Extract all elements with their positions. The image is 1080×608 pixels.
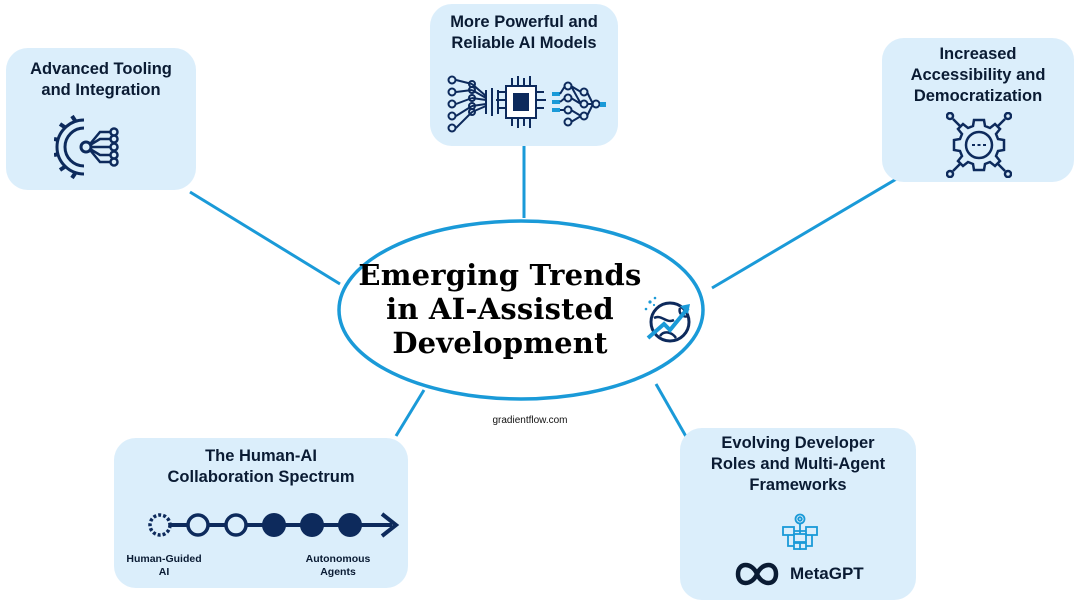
box-accessibility: Increased Accessibility and Democratizat… xyxy=(882,38,1074,182)
spectrum-step xyxy=(300,513,324,537)
spectrum-step xyxy=(186,513,210,537)
box-tooling: Advanced Tooling and Integration xyxy=(6,48,196,190)
center-ellipse xyxy=(337,219,705,401)
box-spectrum: The Human-AI Collaboration Spectrum Huma… xyxy=(114,438,408,588)
box-roles-title: Evolving Developer Roles and Multi-Agent… xyxy=(710,434,886,494)
box-roles: Evolving Developer Roles and Multi-Agent… xyxy=(680,428,916,600)
box-models: More Powerful and Reliable AI Models xyxy=(430,4,618,146)
box-spectrum-title: The Human-AI Collaboration Spectrum xyxy=(167,447,355,486)
box-tooling-title: Advanced Tooling and Integration xyxy=(30,60,172,99)
spectrum-step xyxy=(338,513,362,537)
spectrum-step xyxy=(224,513,248,537)
box-accessibility-title: Increased Accessibility and Democratizat… xyxy=(910,45,1046,105)
spectrum-step xyxy=(148,513,172,537)
spectrum-right-label: Autonomous Agents xyxy=(305,553,371,578)
metagpt-brand: MetaGPT xyxy=(790,564,864,583)
metagpt-logo-icon xyxy=(735,562,779,586)
spectrum-step xyxy=(262,513,286,537)
workflow-icon xyxy=(782,513,818,550)
box-models-title: More Powerful and Reliable AI Models xyxy=(450,13,598,52)
center-title: Emerging Trends in AI-Assisted Developme… xyxy=(358,258,642,360)
gear-ellipsis-icon xyxy=(946,112,1012,178)
spectrum-left-label: Human-Guided AI xyxy=(126,553,202,578)
spectrum-track xyxy=(148,512,400,538)
connector-roles xyxy=(654,383,690,441)
connector-access xyxy=(711,176,899,290)
spectrum-arrowhead xyxy=(380,512,400,538)
source-credit: gradientflow.com xyxy=(492,415,568,426)
connector-spectrum xyxy=(394,389,426,437)
connector-tooling xyxy=(189,190,341,286)
globe-trend-icon xyxy=(644,296,691,343)
gear-network-icon xyxy=(54,114,119,180)
neural-chip-icon xyxy=(447,75,606,133)
